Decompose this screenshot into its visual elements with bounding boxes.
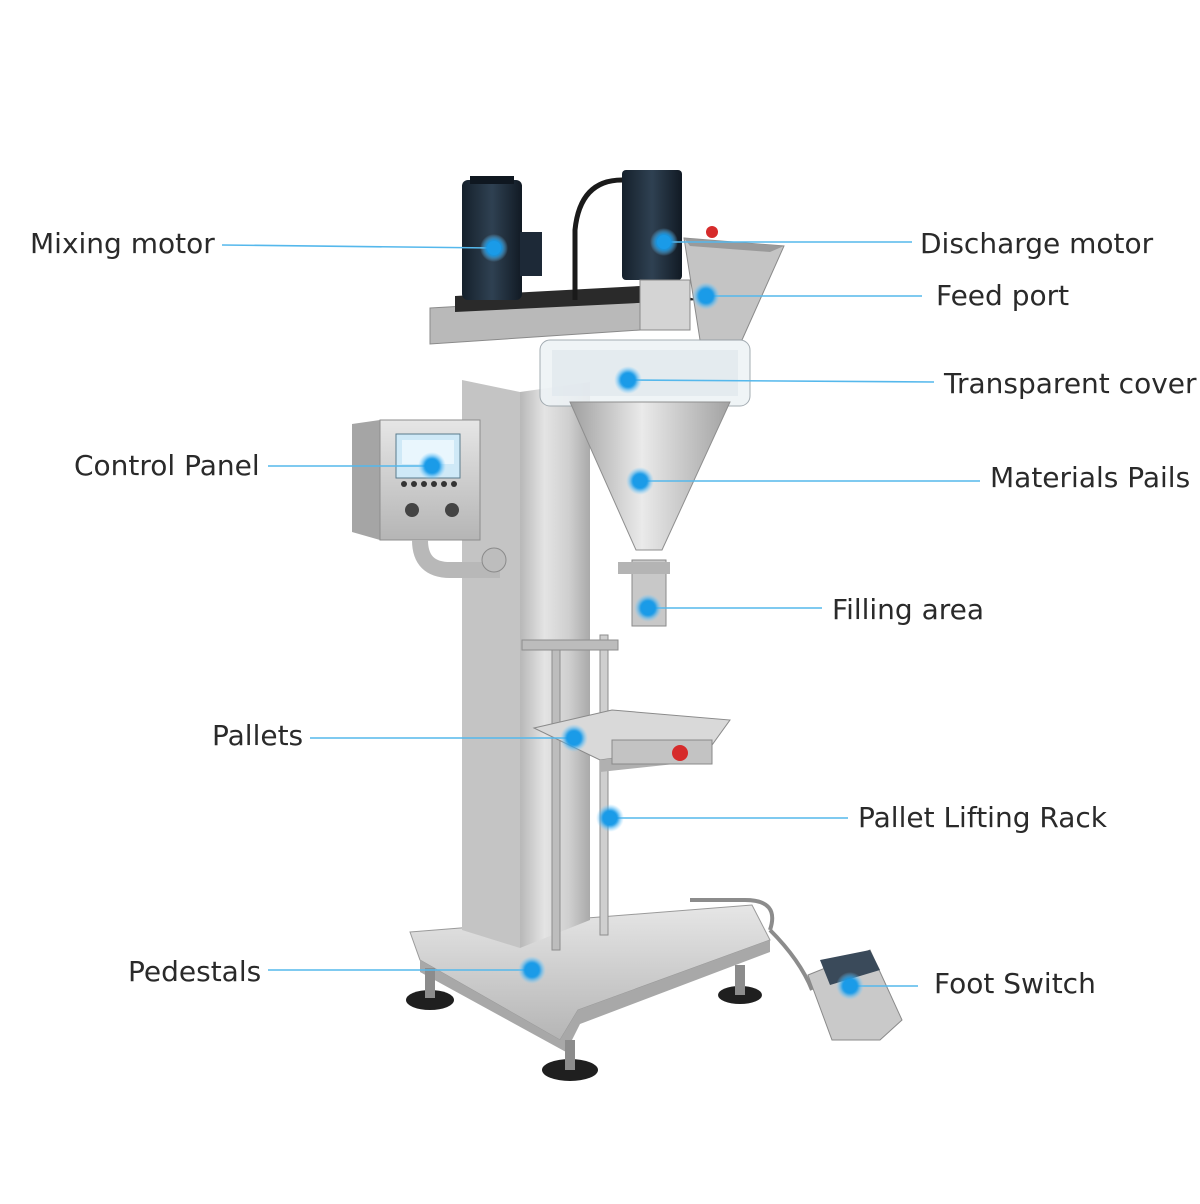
control-panel-box xyxy=(352,419,507,578)
label-pedestals: Pedestals xyxy=(128,955,262,988)
label-transparent-cover: Transparent cover xyxy=(944,367,1197,400)
leader-line-mixing-motor xyxy=(221,244,495,249)
callout-dot-control-panel xyxy=(425,459,439,473)
label-discharge-motor: Discharge motor xyxy=(920,227,1154,260)
main-column xyxy=(462,380,590,948)
callout-dot-pedestals xyxy=(525,963,539,977)
callout-dot-pallet-lifting-rack xyxy=(603,811,617,825)
callout-dot-materials-pails xyxy=(633,474,647,488)
materials-cone xyxy=(569,401,731,627)
label-pallet-lifting-rack: Pallet Lifting Rack xyxy=(858,801,1107,834)
lifting-rack xyxy=(521,634,619,951)
callout-dots xyxy=(418,228,864,1000)
label-filling-area: Filling area xyxy=(832,593,985,626)
label-mixing-motor: Mixing motor xyxy=(30,227,215,260)
base-pedestal xyxy=(406,904,771,1081)
transparent-cover-ring xyxy=(539,339,751,407)
label-pallets: Pallets xyxy=(212,719,304,752)
label-control-panel: Control Panel xyxy=(74,449,260,482)
label-feed-port: Feed port xyxy=(936,279,1070,312)
callout-dot-foot-switch xyxy=(843,979,857,993)
leader-lines xyxy=(221,241,980,987)
callout-dot-feed-port xyxy=(699,289,713,303)
callout-dot-filling-area xyxy=(641,601,655,615)
callout-dot-mixing-motor xyxy=(487,241,501,255)
label-materials-pails: Materials Pails xyxy=(990,461,1191,494)
callout-dot-pallets xyxy=(567,731,581,745)
foot-left xyxy=(406,990,454,1010)
label-foot-switch: Foot Switch xyxy=(934,967,1096,1000)
callout-dot-transparent-cover xyxy=(621,373,635,387)
leader-line-transparent-cover xyxy=(627,379,935,383)
callout-dot-discharge-motor xyxy=(657,235,671,249)
